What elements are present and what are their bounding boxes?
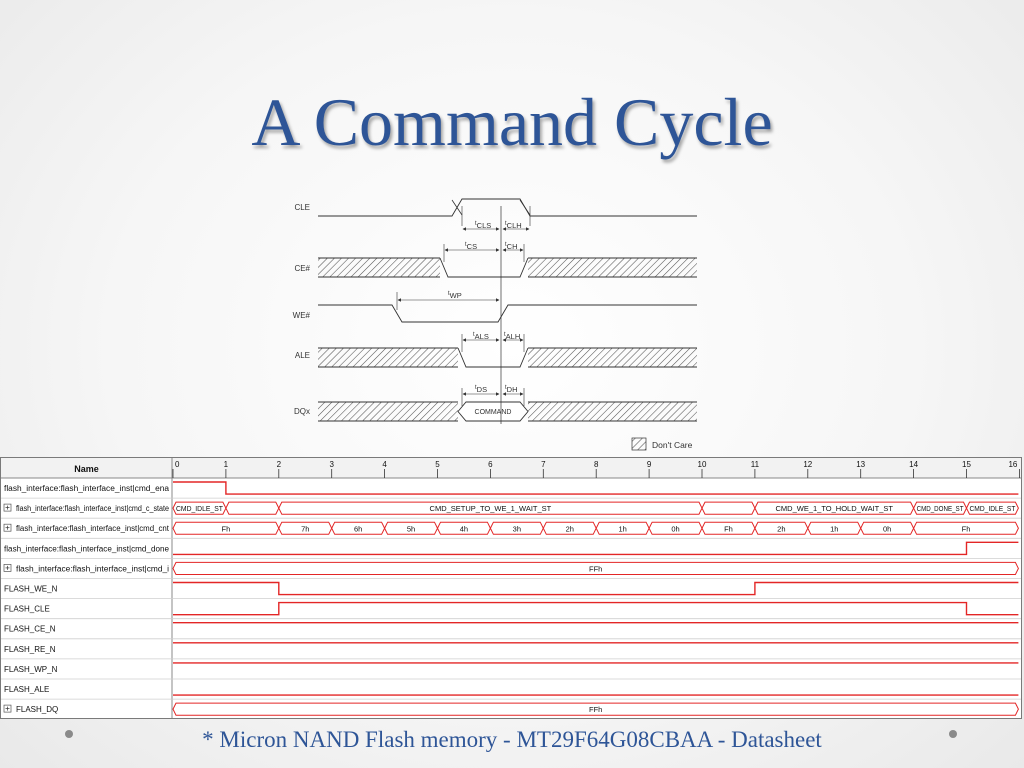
signal-name: flash_interface:flash_interface_inst|cmd…: [4, 484, 170, 493]
bus-segment: [172, 561, 1019, 575]
time-tick-label: 3: [329, 460, 334, 469]
signal-label-ale: ALE: [295, 351, 310, 360]
dq-dont-care-left: [318, 402, 458, 421]
bus-value: Fh: [724, 524, 733, 533]
time-tick-label: 16: [1008, 460, 1017, 469]
time-tick-label: 1: [224, 460, 229, 469]
time-tick-label: 9: [647, 460, 652, 469]
time-tick-label: 5: [435, 460, 440, 469]
signal-wave: [173, 581, 1019, 596]
bus-value: 2h: [566, 524, 574, 533]
signal-label-cle: CLE: [294, 203, 310, 212]
bus-segment: [701, 501, 756, 515]
ce-dont-care-right: [528, 258, 697, 277]
signal-wave: [173, 541, 1019, 556]
bus-value: 7h: [301, 524, 309, 533]
bus-value: Fh: [962, 524, 971, 533]
twp-label: tWP: [448, 291, 462, 300]
ce-waveform: [439, 257, 529, 278]
bus-value: FFh: [589, 564, 602, 573]
signal-name: FLASH_DQ: [16, 705, 58, 714]
bus-value: CMD_SETUP_TO_WE_1_WAIT_ST: [430, 504, 552, 513]
signal-name: FLASH_CLE: [4, 605, 50, 614]
slide-title: A Command Cycle: [251, 84, 773, 160]
bus-value: 6h: [354, 524, 362, 533]
time-tick-label: 11: [751, 460, 760, 469]
slide-dot-right: [949, 730, 957, 738]
tch-label: tCH: [505, 242, 518, 251]
signal-label-we: WE#: [293, 311, 311, 320]
signal-name: FLASH_ALE: [4, 685, 49, 694]
dont-care-legend-swatch: [631, 437, 647, 451]
ale-dont-care-right: [528, 348, 697, 367]
ce-dont-care-left: [318, 258, 440, 277]
bus-value: Fh: [222, 524, 231, 533]
bus-value: 0h: [883, 524, 891, 533]
command-label: COMMAND: [475, 409, 512, 416]
name-column-header: Name: [74, 464, 99, 474]
signal-name: flash_interface:flash_interface_inst|cmd…: [16, 504, 169, 513]
bus-value: CMD_WE_1_TO_HOLD_WAIT_ST: [775, 504, 893, 513]
time-tick-label: 6: [488, 460, 493, 469]
cle-waveform: [318, 198, 697, 217]
bus-value: 0h: [671, 524, 679, 533]
signal-name: FLASH_CE_N: [4, 625, 56, 634]
bus-value: CMD_DONE_ST: [917, 504, 964, 513]
tals-label: tALS: [473, 332, 489, 341]
bus-value: CMD_IDLE_ST: [176, 504, 223, 513]
bus-value: 1h: [618, 524, 626, 533]
bus-value: 1h: [830, 524, 838, 533]
signal-name: FLASH_WE_N: [4, 585, 58, 594]
bus-value: FFh: [589, 705, 602, 714]
tcls-label: tCLS: [475, 221, 491, 230]
tclh-label: tCLH: [505, 221, 522, 230]
bus-segment: [172, 702, 1019, 716]
signal-name: FLASH_RE_N: [4, 645, 56, 654]
time-tick-label: 4: [382, 460, 387, 469]
ale-waveform: [457, 347, 529, 368]
signal-name: flash_interface:flash_interface_inst|cmd…: [16, 564, 169, 573]
time-tick-label: 14: [909, 460, 918, 469]
time-tick-label: 10: [698, 460, 707, 469]
dq-dont-care-right: [528, 402, 697, 421]
bus-value: 3h: [513, 524, 521, 533]
tcs-label: tCS: [465, 242, 477, 251]
time-tick-label: 12: [803, 460, 812, 469]
bus-value: 2h: [777, 524, 785, 533]
timing-diagram: CLE CE# WE# ALE DQx COMMAND: [293, 198, 697, 451]
talh-label: tALH: [504, 332, 520, 341]
time-tick-label: 2: [277, 460, 282, 469]
signal-label-ce: CE#: [294, 264, 310, 273]
bus-value: 5h: [407, 524, 415, 533]
signal-name: flash_interface:flash_interface_inst|cmd…: [4, 544, 170, 553]
bus-segment: [913, 521, 1019, 535]
time-tick-label: 0: [175, 460, 180, 469]
bus-segment: [225, 501, 280, 515]
waveform-header: [1, 458, 1021, 478]
bus-segment: [965, 501, 1019, 515]
footer-citation: * Micron NAND Flash memory - MT29F64G08C…: [202, 727, 822, 752]
tdh-label: tDH: [505, 385, 518, 394]
signal-wave: [173, 481, 1019, 495]
bus-value: CMD_IDLE_ST: [970, 504, 1016, 513]
we-waveform: [318, 304, 697, 323]
time-tick-label: 7: [541, 460, 546, 469]
ale-dont-care-left: [318, 348, 458, 367]
time-tick-label: 13: [856, 460, 865, 469]
signal-name: flash_interface:flash_interface_inst|cmd…: [16, 524, 170, 533]
slide-dot-left: [65, 730, 73, 738]
signal-wave: [173, 601, 1019, 616]
time-tick-label: 8: [594, 460, 599, 469]
tds-label: tDS: [475, 385, 487, 394]
signal-label-dqx: DQx: [294, 407, 310, 416]
signal-name: FLASH_WP_N: [4, 665, 58, 674]
dont-care-legend-label: Don't Care: [652, 440, 693, 450]
time-tick-label: 15: [962, 460, 971, 469]
bus-value: 4h: [460, 524, 468, 533]
